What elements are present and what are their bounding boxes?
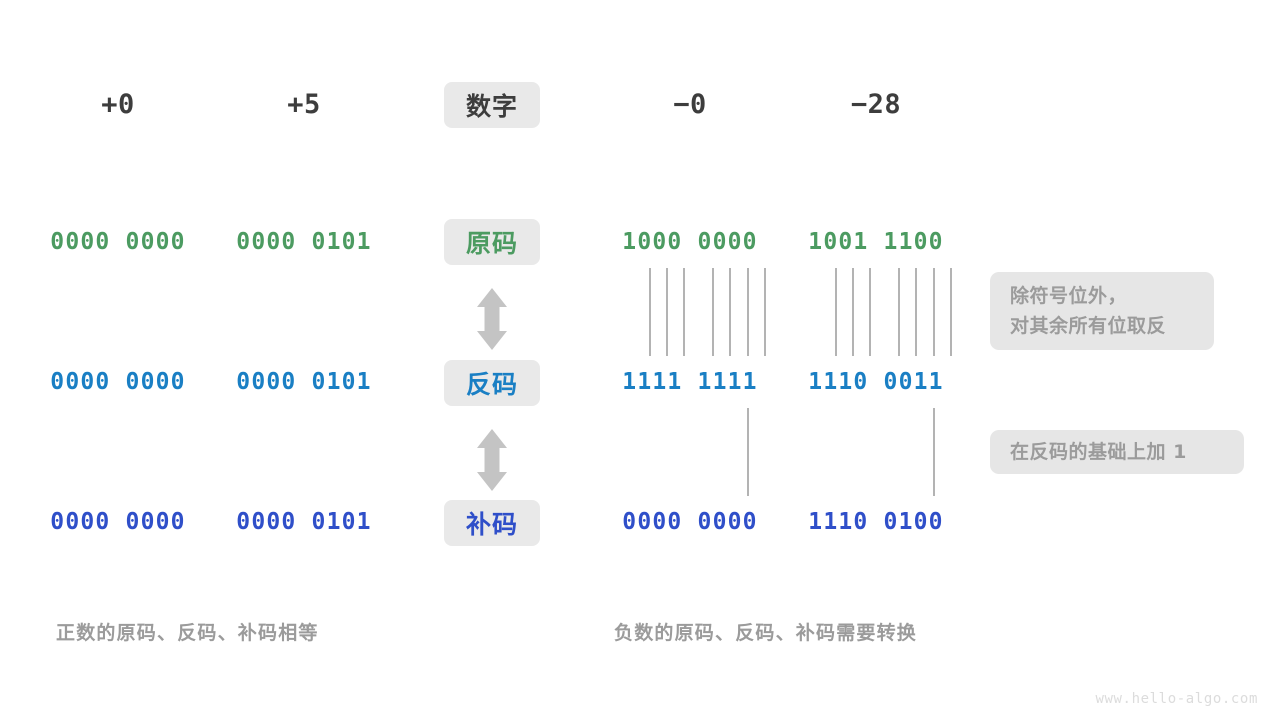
header-value-plus-zero: +0 [101,88,135,120]
connector-lines-sign-to-ones [649,268,952,356]
row-ones-complement-value-plus-five: 0000 0101 [236,369,372,395]
caption-negative: 负数的原码、反码、补码需要转换 [614,622,918,644]
header-value-minus-zero: −0 [673,88,707,120]
row-ones-complement-value-plus-zero: 0000 0000 [50,369,186,395]
caption-positive: 正数的原码、反码、补码相等 [56,622,319,644]
row-twos-complement-value-plus-five: 0000 0101 [236,509,372,535]
header-value-minus-twentyeight: −28 [850,88,902,120]
row-twos-complement-value-minus-zero: 0000 0000 [622,509,758,535]
row-twos-complement-value-minus-twentyeight: 1110 0100 [808,509,944,535]
header-value-plus-five: +5 [287,88,321,120]
row-ones-complement-value-minus-zero: 1111 1111 [622,369,758,395]
row-ones-complement-value-minus-twentyeight: 1110 0011 [808,369,944,395]
row-sign-magnitude-value-minus-zero: 1000 0000 [622,229,758,255]
note-add-one-line-1: 在反码的基础上加 1 [1010,441,1187,463]
note-invert-line-1: 除符号位外， [1010,285,1128,307]
header-pill-number: 数字 [444,82,540,128]
note-invert-line-2: 对其余所有位取反 [1010,315,1167,337]
row-sign-magnitude-value-plus-zero: 0000 0000 [50,229,186,255]
row-twos-complement-value-plus-zero: 0000 0000 [50,509,186,535]
note-add-one: 在反码的基础上加 1 [990,430,1244,474]
note-invert-bits: 除符号位外， 对其余所有位取反 [990,272,1214,350]
watermark: www.hello-algo.com [1095,691,1258,707]
double-arrow-icon-sign-to-ones [477,288,507,350]
row-sign-magnitude-value-plus-five: 0000 0101 [236,229,372,255]
connector-lines-ones-to-twos [747,408,935,496]
double-arrow-icon-ones-to-twos [477,429,507,491]
row-sign-magnitude-value-minus-twentyeight: 1001 1100 [808,229,944,255]
row-label-ones-complement: 反码 [444,360,540,406]
row-label-twos-complement: 补码 [444,500,540,546]
row-label-sign-magnitude: 原码 [444,219,540,265]
